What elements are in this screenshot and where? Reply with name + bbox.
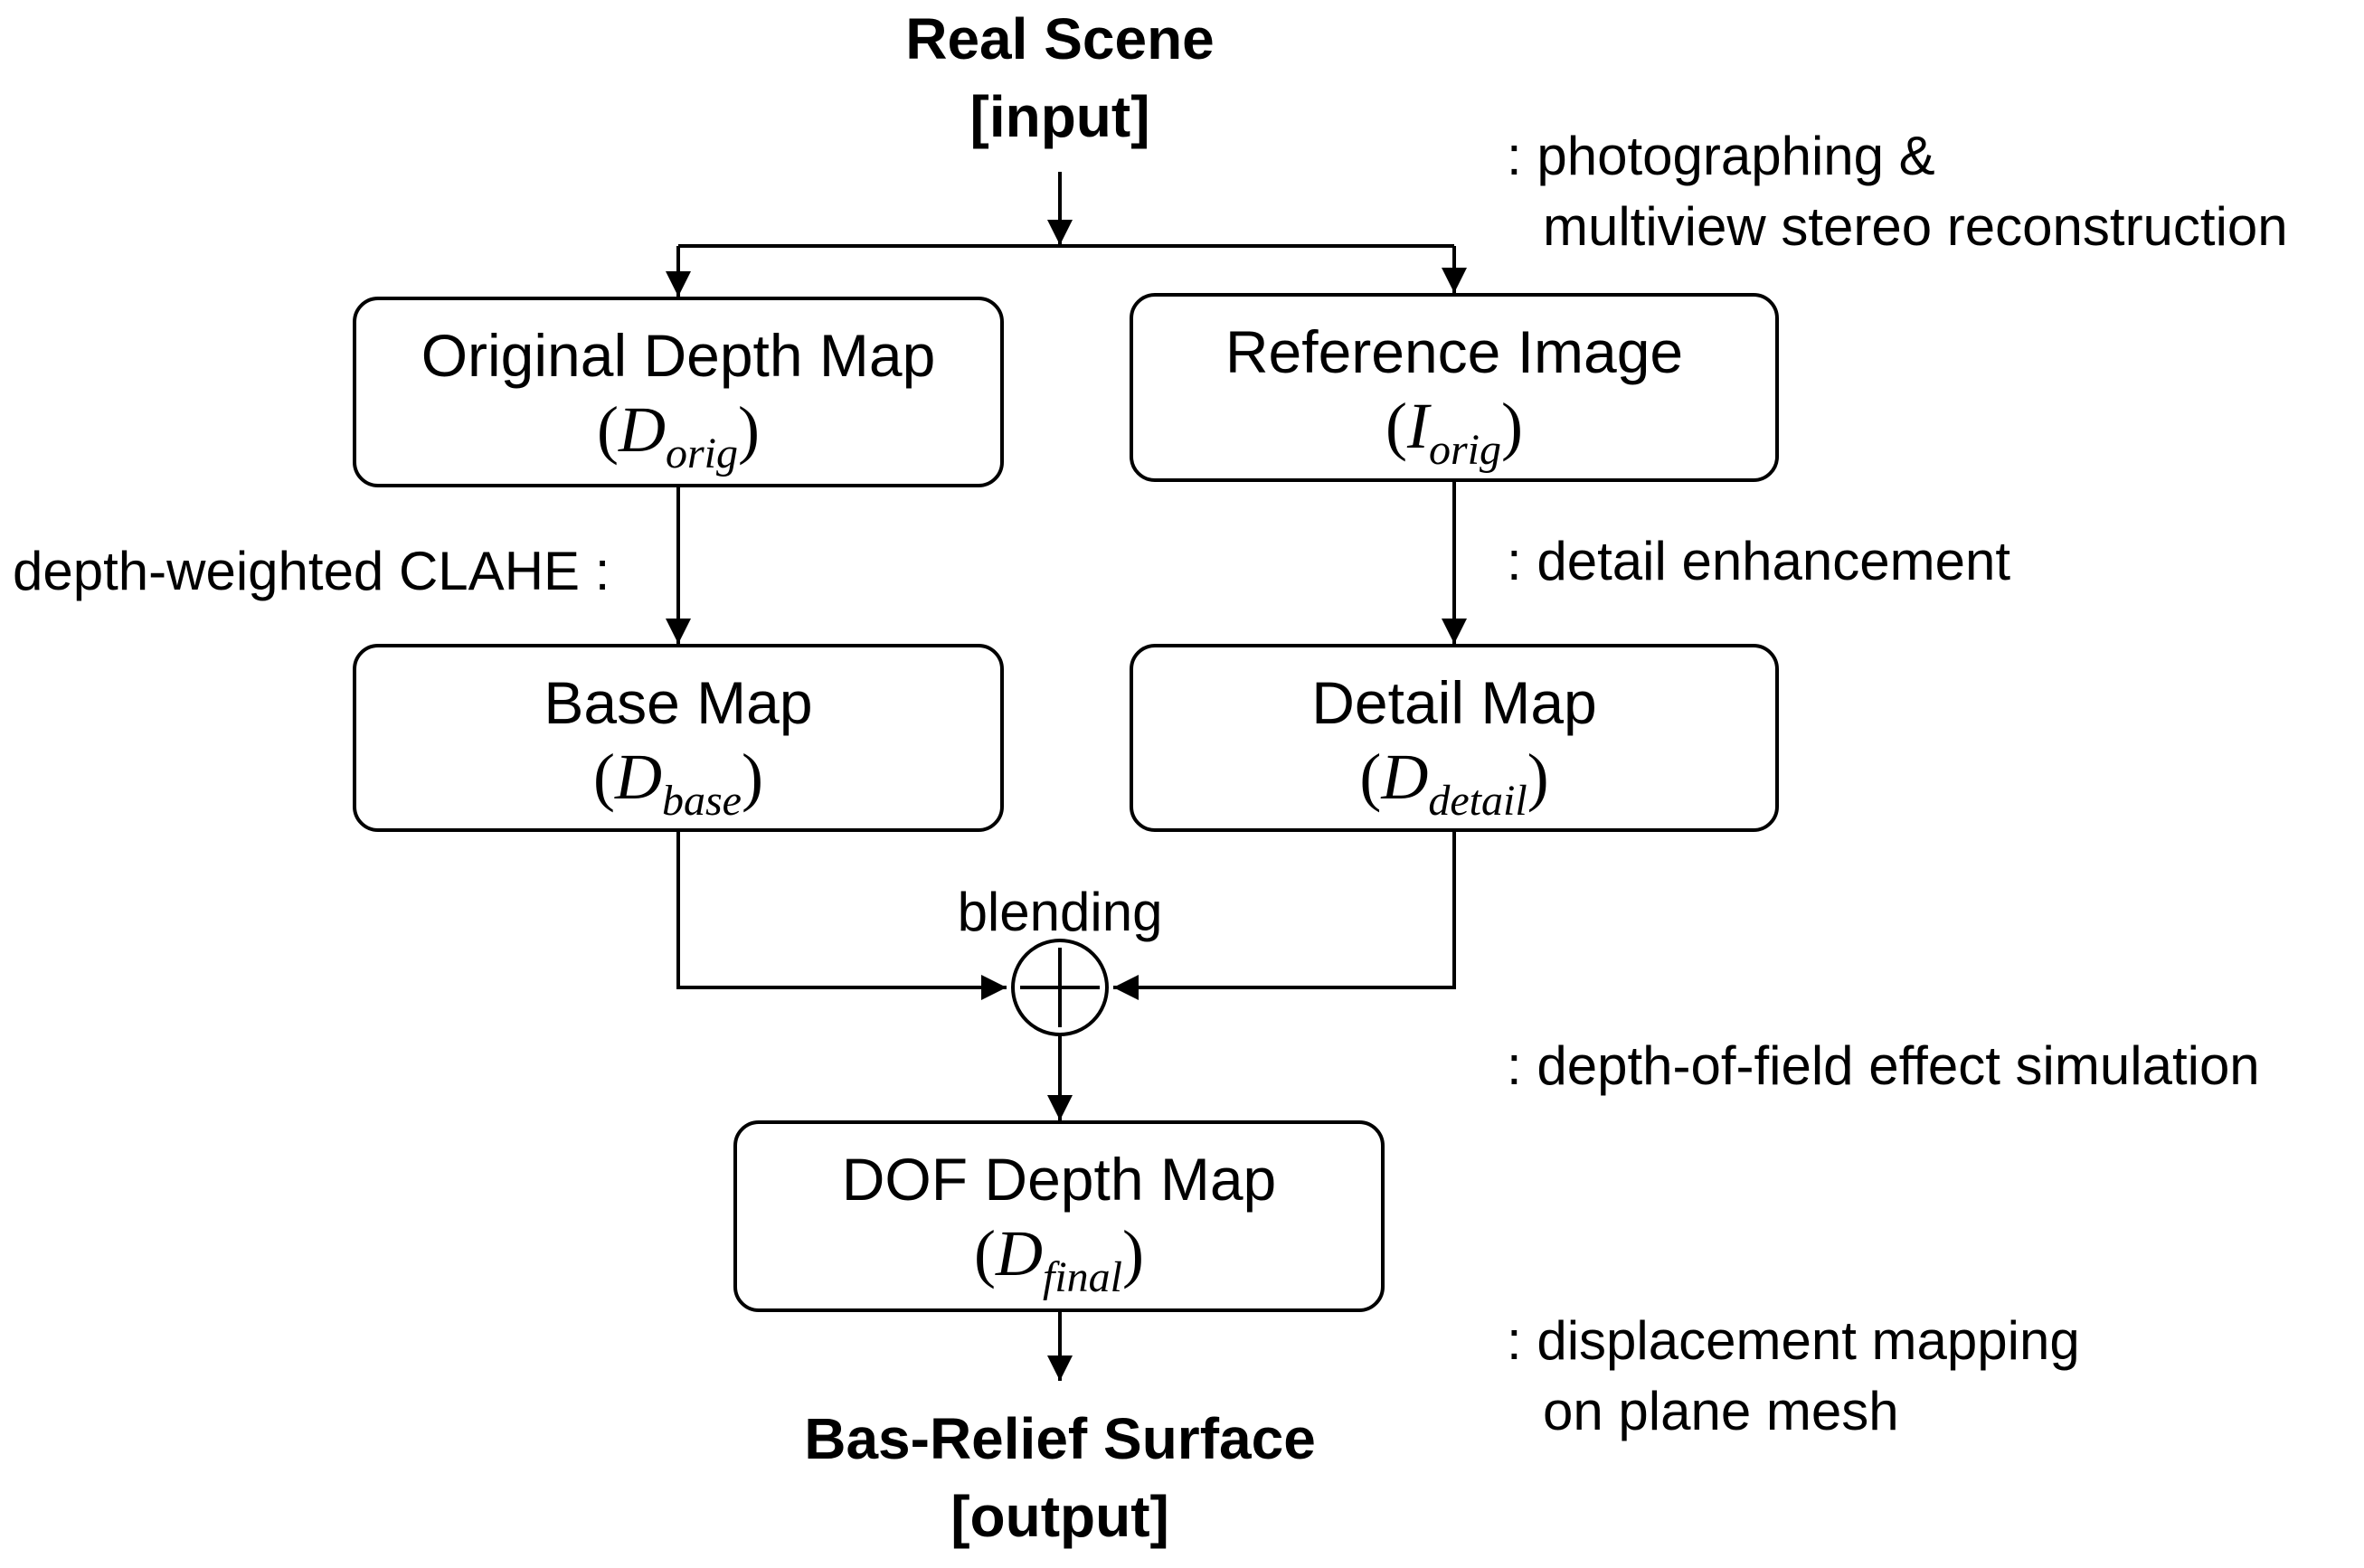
box-symbol: (Ddetail) [1359, 741, 1549, 826]
arrowhead-output [1047, 1355, 1073, 1381]
arrowhead-dof [1047, 1095, 1073, 1120]
base-map-box: Base Map (Dbase) [353, 644, 1004, 832]
arrowhead-original [666, 271, 691, 297]
input-tag: [input] [969, 84, 1150, 149]
detail-map-box: Detail Map (Ddetail) [1130, 644, 1779, 832]
annotation-detail-enhancement: : detail enhancement [1507, 531, 2011, 591]
arrowhead-blend-right [1113, 975, 1139, 1000]
box-label: DOF Depth Map [841, 1146, 1277, 1213]
box-symbol: (Dbase) [593, 741, 763, 826]
original-depth-map-box: Original Depth Map (Dorig) [353, 297, 1004, 487]
reference-image-box: Reference Image (Iorig) [1130, 293, 1779, 482]
blend-plus-icon [1011, 939, 1109, 1036]
arrowhead-input [1047, 220, 1073, 245]
box-label: Reference Image [1225, 318, 1684, 385]
box-label: Original Depth Map [421, 322, 936, 389]
arrowhead-blend-left [981, 975, 1007, 1000]
box-symbol: (Iorig) [1385, 390, 1523, 475]
arrowhead-reference [1442, 268, 1467, 293]
arrow-detail-to-blend [1113, 832, 1456, 989]
dof-depth-map-box: DOF Depth Map (Dfinal) [733, 1120, 1385, 1312]
arrowhead-base [666, 619, 691, 644]
box-symbol: (Dorig) [597, 393, 760, 478]
output-tag: [output] [950, 1484, 1169, 1549]
output-title: Bas-Relief Surface [804, 1406, 1316, 1471]
box-label: Detail Map [1311, 669, 1597, 736]
annotation-multiview: multiview stereo reconstruction [1543, 196, 2288, 257]
arrow-base-to-blend [676, 832, 1007, 989]
box-symbol: (Dfinal) [974, 1217, 1144, 1302]
blending-label: blending [957, 882, 1163, 942]
annotation-clahe: depth-weighted CLAHE : [13, 541, 610, 601]
box-label: Base Map [544, 669, 813, 736]
annotation-dof: : depth-of-field effect simulation [1507, 1035, 2260, 1096]
annotation-displacement: : displacement mapping [1507, 1310, 2080, 1371]
arrowhead-detail [1442, 619, 1467, 644]
annotation-plane-mesh: on plane mesh [1543, 1381, 1899, 1441]
annotation-photographing: : photographing & [1507, 126, 1935, 186]
input-title: Real Scene [905, 6, 1215, 71]
